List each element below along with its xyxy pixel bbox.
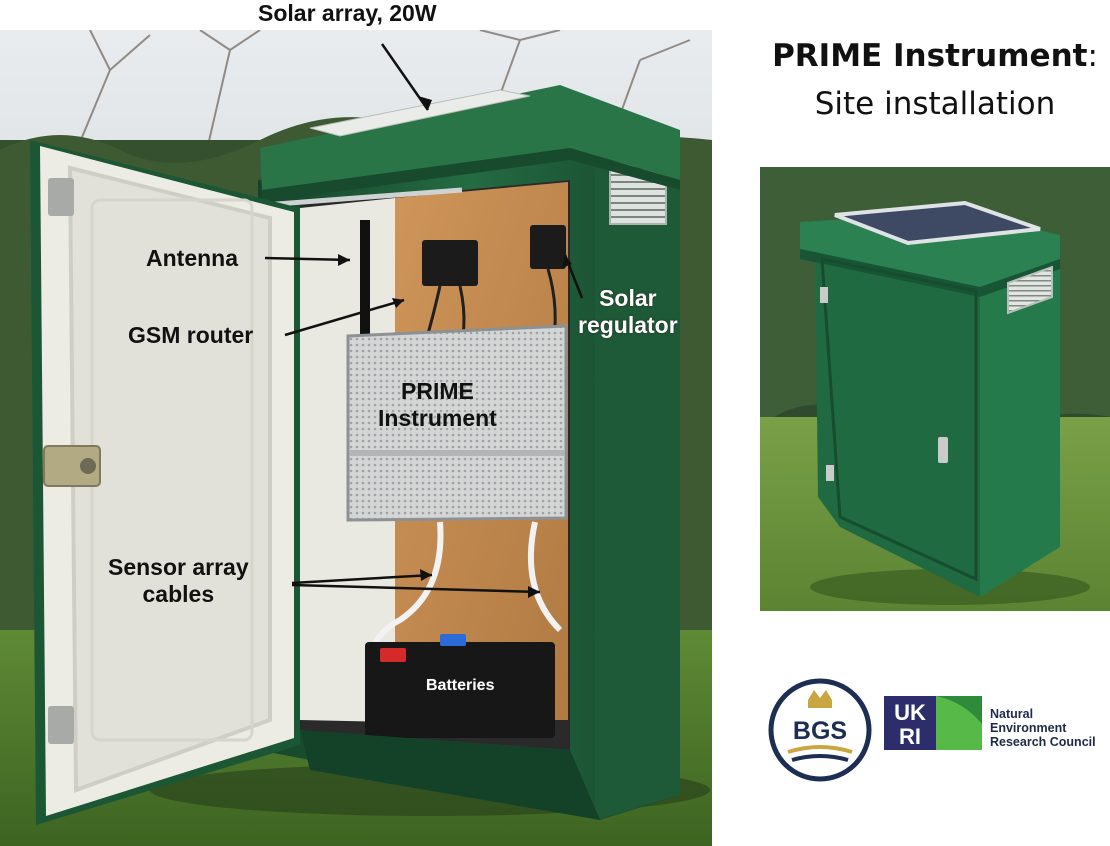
batteries-label: Batteries <box>426 677 495 694</box>
heading-title: PRIME Instrument: <box>760 36 1110 76</box>
open-cabinet-photo <box>0 30 712 846</box>
sensor-array-cables-label: Sensor array cables <box>108 554 249 607</box>
heading-subtitle: Site installation <box>814 86 1056 122</box>
nerc-logo-text: Natural Environment Research Council <box>990 707 1096 749</box>
antenna-label: Antenna <box>146 245 238 271</box>
heading-title-text: PRIME Instrument <box>772 38 1088 74</box>
ukri-logo-bottom: RI <box>899 724 921 749</box>
gsm-router-label: GSM router <box>128 322 254 348</box>
bgs-logo-text: BGS <box>793 717 847 745</box>
solar-array-label: Solar array, 20W <box>258 0 437 26</box>
ukri-logo: UK RI <box>884 696 982 750</box>
prime-instrument-label: PRIME Instrument <box>378 378 497 431</box>
heading-colon: : <box>1087 38 1098 74</box>
ukri-logo-top: UK <box>894 700 926 725</box>
solar-regulator-label: Solar regulator <box>578 285 678 338</box>
closed-cabinet-photo <box>760 167 1110 611</box>
bgs-logo: BGS <box>768 678 872 782</box>
